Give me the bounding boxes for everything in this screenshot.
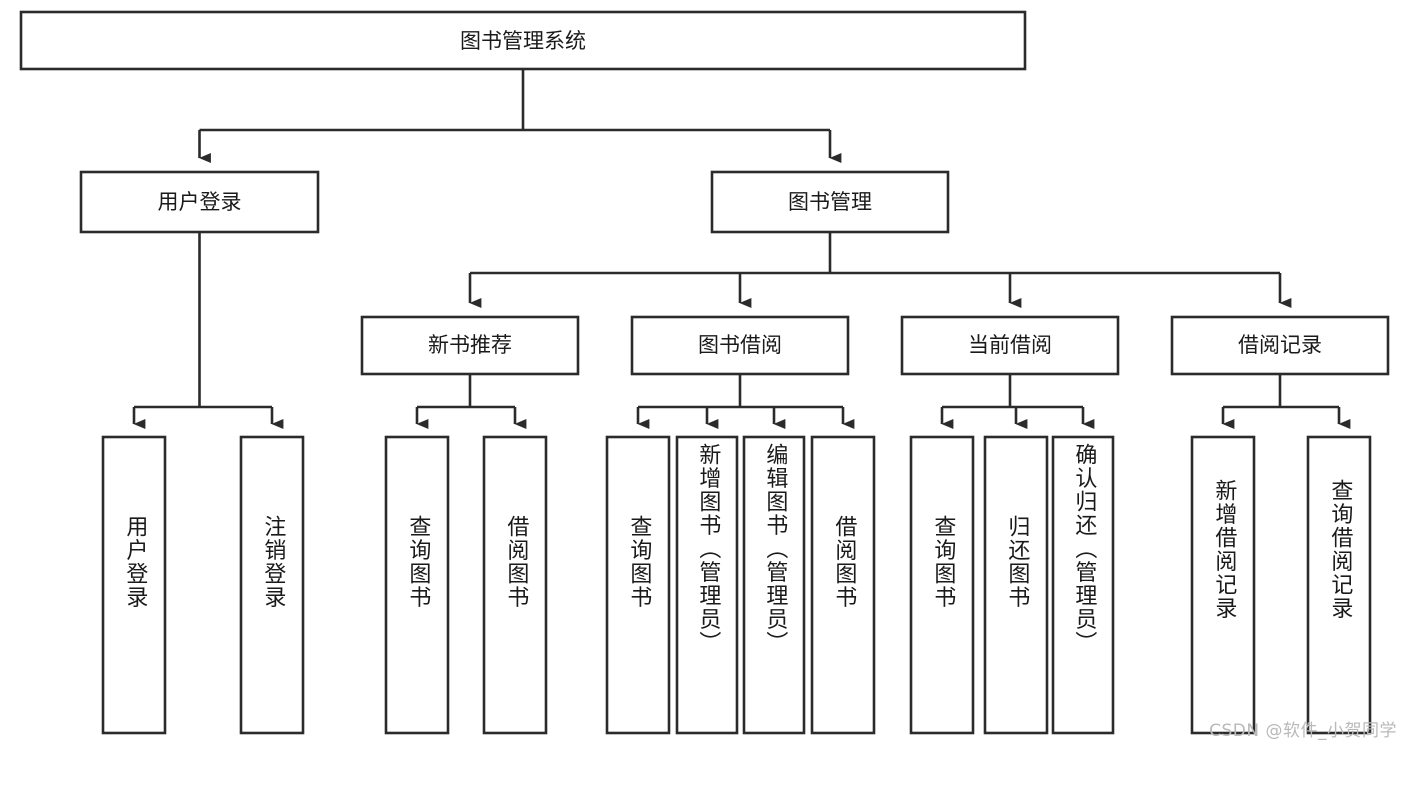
node-leaf-edit-book[interactable] (742, 435, 806, 735)
node-leaf-user-login[interactable] (101, 435, 167, 735)
node-layer: 图书管理系统 用户登录 图书管理 新书推荐 图书借阅 当前借阅 借阅记录 (19, 10, 1390, 735)
node-current-borrow[interactable] (900, 315, 1120, 376)
node-book-borrow[interactable] (630, 315, 850, 376)
node-leaf-query-record[interactable] (1306, 435, 1372, 735)
node-book-manage[interactable] (710, 170, 950, 234)
diagram-canvas: 图书管理系统 用户登录 图书管理 新书推荐 图书借阅 当前借阅 借阅记录 (19, 10, 1397, 741)
node-leaf-add-book[interactable] (675, 435, 739, 735)
node-leaf-query-book[interactable] (605, 435, 671, 735)
node-leaf-borrow-book[interactable] (810, 435, 876, 735)
node-book-borrow-label: 图书借阅 (698, 333, 782, 357)
csdn-watermark: CSDN @软件_小贺同学 (1209, 721, 1397, 741)
node-leaf-query-book-cur[interactable] (909, 435, 975, 735)
node-borrow-record-label: 借阅记录 (1238, 333, 1322, 357)
node-leaf-user-logout[interactable] (239, 435, 305, 735)
node-new-book-rec-label: 新书推荐 (428, 333, 512, 357)
node-root[interactable] (19, 10, 1027, 71)
node-root-label: 图书管理系统 (460, 29, 586, 53)
node-new-book-rec[interactable] (360, 315, 580, 376)
node-user-login-label: 用户登录 (158, 190, 242, 214)
node-borrow-record[interactable] (1170, 315, 1390, 376)
flowchart-svg: 图书管理系统 用户登录 图书管理 新书推荐 图书借阅 当前借阅 借阅记录 (19, 10, 1390, 735)
node-leaf-query-book-rec[interactable] (384, 435, 450, 735)
node-user-login[interactable] (79, 170, 320, 234)
node-book-manage-label: 图书管理 (788, 190, 872, 214)
node-leaf-return-book[interactable] (983, 435, 1049, 735)
node-current-borrow-label: 当前借阅 (968, 333, 1052, 357)
node-leaf-add-record[interactable] (1190, 435, 1256, 735)
node-leaf-confirm-return[interactable] (1051, 435, 1115, 735)
node-leaf-borrow-book-rec[interactable] (482, 435, 548, 735)
connector-layer (132, 69, 1351, 429)
